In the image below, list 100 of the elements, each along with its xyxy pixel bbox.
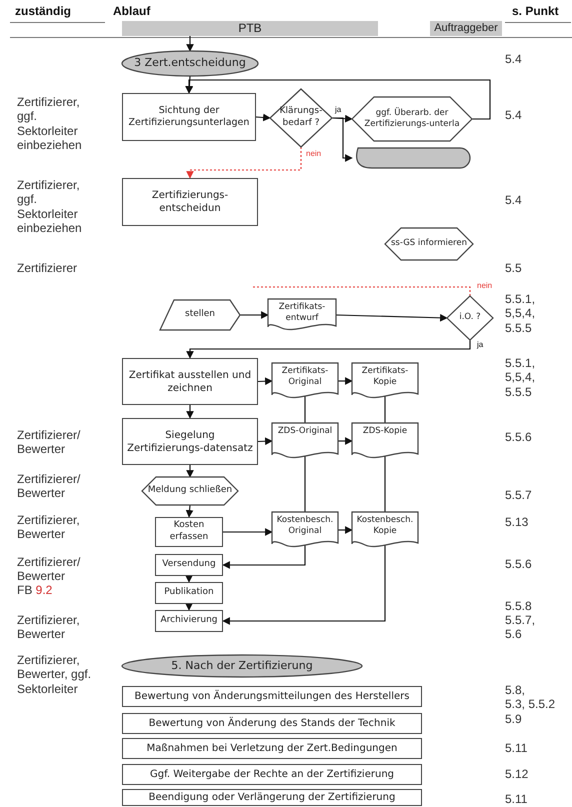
node-text: ZDS-Kopie [362, 426, 408, 438]
role-label: Zertifizierer, Bewerter [17, 613, 81, 642]
node-text: Zertifikats-Kopie [360, 366, 410, 388]
process-box [155, 582, 223, 604]
node-text: Zertifikats-entwurf [278, 302, 326, 324]
section-reference: 5.4 [505, 52, 523, 66]
process-box [122, 93, 256, 141]
arrow [223, 528, 273, 536]
arrow [336, 314, 448, 322]
section-reference: 5.5.6 [505, 430, 533, 444]
decision-diamond [447, 296, 493, 340]
document-shape [272, 363, 338, 399]
process-box [122, 789, 422, 806]
section-reference: 5.5.7, 5.6 [505, 613, 536, 642]
node-text: Publikation [163, 587, 215, 599]
node-text: Maßnahmen bei Verletzung der Zert.Bedingungen [146, 742, 398, 755]
arrow [222, 544, 306, 569]
node-text: Kostenbesch. Original [276, 515, 334, 538]
section-reference: 5.5 [505, 261, 523, 276]
arrow [258, 437, 273, 446]
node-text: Zertifizierungs-entscheidun [150, 189, 230, 215]
arrow [338, 437, 353, 445]
section-reference: 5.5.7 [505, 488, 533, 502]
edge-label: nein [476, 282, 494, 290]
role-label: Zertifizierer [17, 261, 78, 276]
arrow [338, 526, 353, 534]
column-header: zuständig [15, 4, 72, 18]
arrow [186, 504, 194, 518]
section-reference: 5.5.6 [505, 557, 533, 572]
dashed-arrow [186, 147, 302, 179]
terminator-oval [122, 655, 362, 677]
process-box [122, 418, 258, 465]
document-shape [352, 423, 418, 459]
node-text: 3 Zert.entscheidung [133, 56, 247, 71]
section-reference: 5.11 [505, 792, 528, 806]
section-reference: 5.13 [505, 515, 530, 530]
role-label: Zertifizierer/ Bewerter [17, 428, 82, 457]
node-text: Versendung [161, 559, 217, 571]
lane-bar [122, 21, 378, 36]
preparation-hexagon [385, 228, 473, 260]
node-text: ggf. Überarb. der Zertifizierungs-unterla [363, 108, 461, 130]
column-header: Ablauf [113, 4, 152, 18]
connector-line [384, 395, 386, 423]
arrow [240, 311, 269, 319]
preparation-hexagon [352, 97, 472, 141]
node-text: Meldung schließen [146, 485, 234, 497]
arrow [186, 465, 194, 478]
section-reference: 5.12 [505, 767, 530, 782]
arrow [186, 340, 471, 359]
terminator-oval [122, 51, 258, 76]
arrow [185, 79, 491, 120]
edge-label: nein [305, 150, 322, 158]
document-shape [272, 423, 338, 459]
node-text: Beendigung oder Verlängerung der Zertifizierung [148, 791, 396, 804]
preparation-hexagon [142, 477, 238, 505]
arrow [186, 405, 194, 419]
connector-line [384, 455, 386, 512]
process-box [155, 517, 223, 547]
pointer-shape [160, 300, 240, 330]
process-box [122, 686, 422, 707]
document-shape [352, 363, 418, 399]
role-label: Zertifizierer, Bewerter, ggf. Sektorleiter [17, 653, 92, 696]
node-text: ZDS-Original [276, 426, 334, 438]
arrow [185, 603, 193, 611]
process-box [122, 358, 258, 405]
node-text: ss-GS informieren [390, 238, 468, 250]
process-box [155, 610, 223, 632]
node-text: Zertifikat ausstellen und zeichnen [128, 368, 252, 394]
node-text: Auftraggeber [433, 21, 499, 36]
arrow [186, 36, 194, 52]
edge-label: ja [476, 341, 484, 349]
role-label: Zertifizierer, ggf. Sektorleiter einbeziehen [17, 178, 83, 236]
node-text: Zertifikats-Original [280, 366, 330, 388]
document-shape [352, 512, 418, 548]
node-text: 5. Nach der Zertifizierung [170, 658, 314, 674]
role-label: Zertifizierer/ Bewerter [17, 472, 82, 501]
section-reference: 5.11 [505, 741, 528, 756]
arrow [222, 544, 386, 625]
section-reference: 5.5.1, 5,5,4, 5.5.5 [505, 356, 536, 400]
role-label: Zertifizierer/ Bewerter [17, 555, 82, 584]
process-box [122, 738, 422, 759]
role-label: FB 9.2 [17, 583, 54, 598]
section-reference: 5.5.8 [505, 599, 533, 614]
node-text: Klärungs-bedarf ? [278, 106, 324, 130]
section-reference: s. Punkt [512, 4, 560, 18]
node-text: i.O. ? [458, 312, 482, 324]
section-reference: 5.3, 5.5.2 [505, 697, 556, 712]
edge-label: ja [334, 106, 342, 114]
arrow [258, 377, 273, 386]
section-reference: 5.9 [505, 712, 523, 726]
decision-diamond [270, 89, 332, 147]
node-text: Siegelung Zertifizierungs-datensatz [126, 428, 254, 454]
node-text: Bewertung von Änderungsmitteilungen des Herstellers [134, 690, 410, 703]
section-reference: 5.4 [505, 108, 523, 122]
node-text: Kostenbesch. Kopie [356, 515, 414, 538]
node-text: Kosten erfassen [168, 520, 210, 544]
connector-line [304, 455, 306, 512]
role-label: Zertifizierer, Bewerter [17, 513, 81, 542]
node-text: Bewertung von Änderung des Stands der Technik [148, 717, 396, 730]
process-box [155, 554, 223, 576]
